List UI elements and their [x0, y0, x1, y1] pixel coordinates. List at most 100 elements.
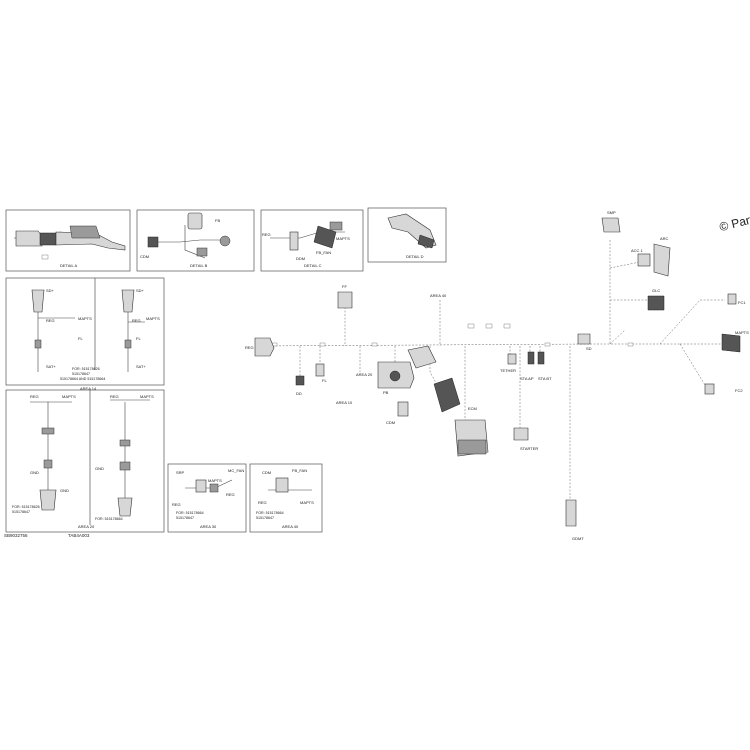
fl-connector [315, 363, 325, 377]
reg-connector [254, 337, 275, 357]
label-dd: DD [296, 391, 302, 396]
area30-mcfan: MC_FAN [228, 468, 244, 473]
label-area20: AREA 20 [356, 372, 373, 377]
label-fl: FL [322, 378, 327, 383]
label-arc: ARC [660, 236, 669, 241]
label-sd: SD [586, 346, 592, 351]
detail-a-panel: DETAIL A [5, 209, 131, 272]
area30-note-2: 515178647 [176, 516, 194, 520]
area14-shared-fl: FL [78, 336, 83, 341]
area14-left-sd: SD+ [46, 288, 55, 293]
detail-c-part-ddm: DDM [296, 256, 305, 261]
area30-reg-2: REG [226, 492, 235, 497]
label-fc2: FC2 [735, 388, 743, 393]
area40-note-1: FOR: 515178664 [256, 511, 284, 515]
area20-left-reg: REG [30, 394, 39, 399]
label-fc1: FC1 [738, 300, 746, 305]
gdmt-connector [565, 499, 577, 527]
area40-note-2: 515178647 [256, 516, 274, 520]
area40-panel: FB_FAN CDM REG MAPTS FOR: 515178664 5151… [249, 463, 323, 533]
label-tether: TETHER [500, 368, 516, 373]
label-reg: REG [245, 345, 254, 350]
main-harness: REG FF AREA 40 DD FL AREA 20 AREA 10 PB … [245, 210, 749, 541]
area14-left-note-1: FOR: 515178626 [72, 367, 100, 371]
starter-connector [513, 427, 529, 441]
label-acc1: ACC 1 [631, 248, 644, 253]
area30-label: AREA 30 [200, 524, 217, 529]
mapts-connector [721, 333, 741, 353]
arc-connector [653, 243, 671, 277]
label-ff: FF [342, 284, 347, 289]
detail-c-panel: REG MAPTS FB_FAN DDM DETAIL C [260, 209, 364, 272]
area14-right-mapts: MAPTS [146, 316, 160, 321]
detail-b-part-cdm: CDM [140, 254, 149, 259]
tether-connector [507, 353, 517, 365]
smp-connector [601, 217, 621, 233]
area30-note-1: FOR: 515178664 [176, 511, 204, 515]
area14-right-note: 515178664 AND 515178664 [60, 377, 105, 381]
area20-left-note-2: 515178647 [12, 510, 30, 514]
detail-b-part-fb: FB [215, 218, 220, 223]
area20-right-mapts: MAPTS [140, 394, 154, 399]
detail-c-part-fbfan: FB_FAN [316, 250, 331, 255]
area14-right-fl: FL [136, 336, 141, 341]
area40-cdm: CDM [262, 470, 271, 475]
area20-left-mapts: MAPTS [62, 394, 76, 399]
dd-connector [295, 375, 305, 386]
area14-label: AREA 14 [80, 386, 97, 391]
area20-right-gnd: GND [95, 466, 104, 471]
label-cdm: CDM [386, 420, 395, 425]
glc-connector [647, 295, 665, 311]
area14-left-note-2: 515178647 [72, 372, 90, 376]
label-pb: PB [383, 390, 389, 395]
detail-c-label: DETAIL C [304, 263, 322, 268]
area40-fbfan: FB_FAN [292, 468, 307, 473]
cdm-connector [397, 401, 409, 417]
label-glc: GLC [652, 288, 660, 293]
detail-d-label: DETAIL D [406, 254, 424, 259]
area40-reg: REG [258, 500, 267, 505]
area14-left-reg: REG [46, 318, 55, 323]
detail-b-panel: FB CDM DETAIL B [136, 209, 255, 272]
label-smp: SMP [607, 210, 616, 215]
figure-number: SB9032756 [4, 533, 28, 538]
area30-reg-1: REG [172, 502, 181, 507]
area40-label: AREA 40 [282, 524, 299, 529]
area20-left-gnd-1: GND [30, 470, 39, 475]
area14-right-reg: REG [132, 318, 141, 323]
area30-mapts: MAPTS [208, 478, 222, 483]
watermark: © Partzilla.com [718, 201, 750, 234]
area40-mapts: MAPTS [300, 500, 314, 505]
reference-code: TAB4A003 [68, 533, 90, 538]
ecm-connector [433, 377, 461, 413]
label-ecm: ECM [468, 406, 477, 411]
area14-left-sat: SAT+ [46, 364, 56, 369]
area20-label: AREA 20 [78, 524, 95, 529]
area14-right-sd: SD+ [136, 288, 145, 293]
area20-right-note: FOR: 515178664 [95, 517, 123, 521]
area30-srp: SRP [176, 470, 185, 475]
watermark-text: © Partzilla.com [718, 201, 750, 234]
label-mapts: MAPTS [735, 330, 749, 335]
ff-connector [337, 291, 353, 309]
label-area10: AREA 10 [336, 400, 353, 405]
label-gdmt: GDMT [572, 536, 584, 541]
area14-panel: SD+ REG SAT+ MAPTS FL FOR: 515178626 515… [5, 277, 165, 391]
area20-panel: REG MAPTS GND GND FOR: 515178626 5151786… [5, 389, 165, 533]
detail-a-label: DETAIL A [60, 263, 77, 268]
area14-shared-mapts: MAPTS [78, 316, 92, 321]
area30-panel: SRP MAPTS REG REG MC_FAN FOR: 515178664 … [167, 463, 247, 533]
area20-left-note-1: FOR: 515178626 [12, 505, 40, 509]
area20-left-gnd-2: GND [60, 488, 69, 493]
label-sta-ap: STA AP [520, 376, 534, 381]
label-starter: STARTER [520, 446, 538, 451]
label-sta-bt: STA BT [538, 376, 552, 381]
detail-c-part-mapts: MAPTS [336, 236, 350, 241]
detail-b-label: DETAIL B [190, 263, 208, 268]
area20-right-reg: REG [110, 394, 119, 399]
detail-c-part-reg: REG [262, 232, 271, 237]
area14-right-sat: SAT+ [136, 364, 146, 369]
label-area40: AREA 40 [430, 293, 447, 298]
detail-d-panel: DETAIL D [367, 207, 447, 263]
